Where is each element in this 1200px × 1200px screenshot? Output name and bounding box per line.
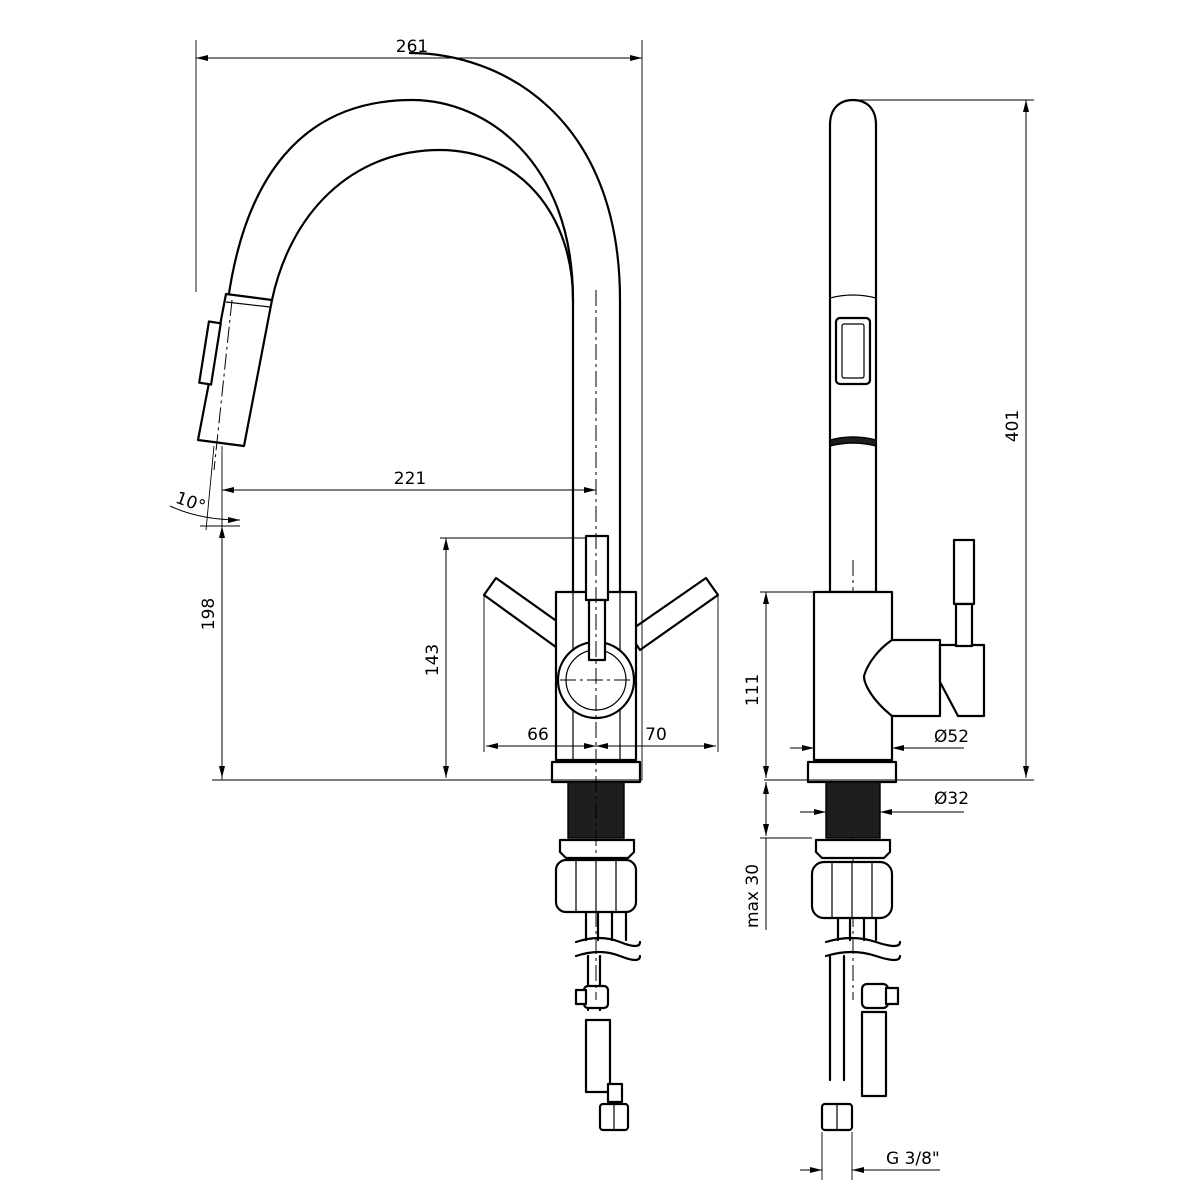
- label-lever-left: 66: [527, 725, 549, 745]
- label-total-height: 401: [1003, 410, 1023, 442]
- side-washer: [814, 838, 892, 860]
- side-valve: [860, 982, 890, 1010]
- label-overall-width: 261: [396, 37, 428, 57]
- label-lever-right: 70: [645, 725, 667, 745]
- lever-handle: [584, 534, 610, 602]
- side-shank: [825, 781, 881, 839]
- valve-knob: [574, 988, 588, 1006]
- side-lever-handle: [952, 538, 976, 606]
- label-connection-thread: G 3/8": [886, 1149, 940, 1169]
- label-body-height: 111: [743, 674, 763, 706]
- label-base-diameter: Ø52: [934, 727, 969, 747]
- dimension-labels: 261 221 10° 198 143 66 70 401 111 Ø52 Ø3…: [173, 37, 1023, 1169]
- hose-right: [610, 910, 628, 942]
- label-spray-angle: 10°: [173, 488, 208, 517]
- side-hose-break: [824, 936, 902, 962]
- label-lever-height: 143: [423, 644, 443, 676]
- lever-stem: [587, 598, 607, 662]
- side-hose-lower: [828, 954, 846, 1082]
- hose-break: [574, 936, 642, 962]
- label-spout-clearance: 198: [199, 598, 219, 630]
- hose-right-pipe: [606, 1082, 624, 1104]
- lever-right-position: [626, 576, 720, 652]
- side-lever-housing: [862, 638, 942, 718]
- hose-left: [584, 910, 600, 942]
- side-base-ring: [806, 760, 898, 784]
- hose-lower-pipe: [584, 1018, 612, 1094]
- spout-outline: [226, 98, 575, 594]
- spray-head: [196, 292, 274, 448]
- side-spray-button-inner: [841, 323, 865, 379]
- spout-inner-outline: [408, 51, 622, 594]
- label-mounting-thickness: max 30: [743, 864, 763, 928]
- spray-button: [198, 320, 222, 386]
- label-spout-reach: 221: [394, 469, 426, 489]
- dimension-lines: [169, 40, 1034, 1180]
- spray-head-seam: [225, 301, 271, 308]
- side-hoses: [836, 916, 878, 942]
- spray-axis: [213, 299, 233, 471]
- side-lever-stem: [954, 602, 974, 648]
- side-spray-seam: [829, 294, 877, 299]
- side-valve-knob: [884, 986, 900, 1006]
- side-lever-block: [938, 643, 986, 718]
- mounting-washer: [558, 838, 636, 860]
- front-view: [196, 51, 720, 1132]
- label-shank-diameter: Ø32: [934, 789, 969, 809]
- spout-back-outline: [270, 148, 575, 302]
- side-valve-pipe: [860, 1010, 888, 1098]
- side-view: [806, 98, 986, 1132]
- side-spray-button: [834, 316, 872, 386]
- side-spray-nozzle: [829, 436, 877, 447]
